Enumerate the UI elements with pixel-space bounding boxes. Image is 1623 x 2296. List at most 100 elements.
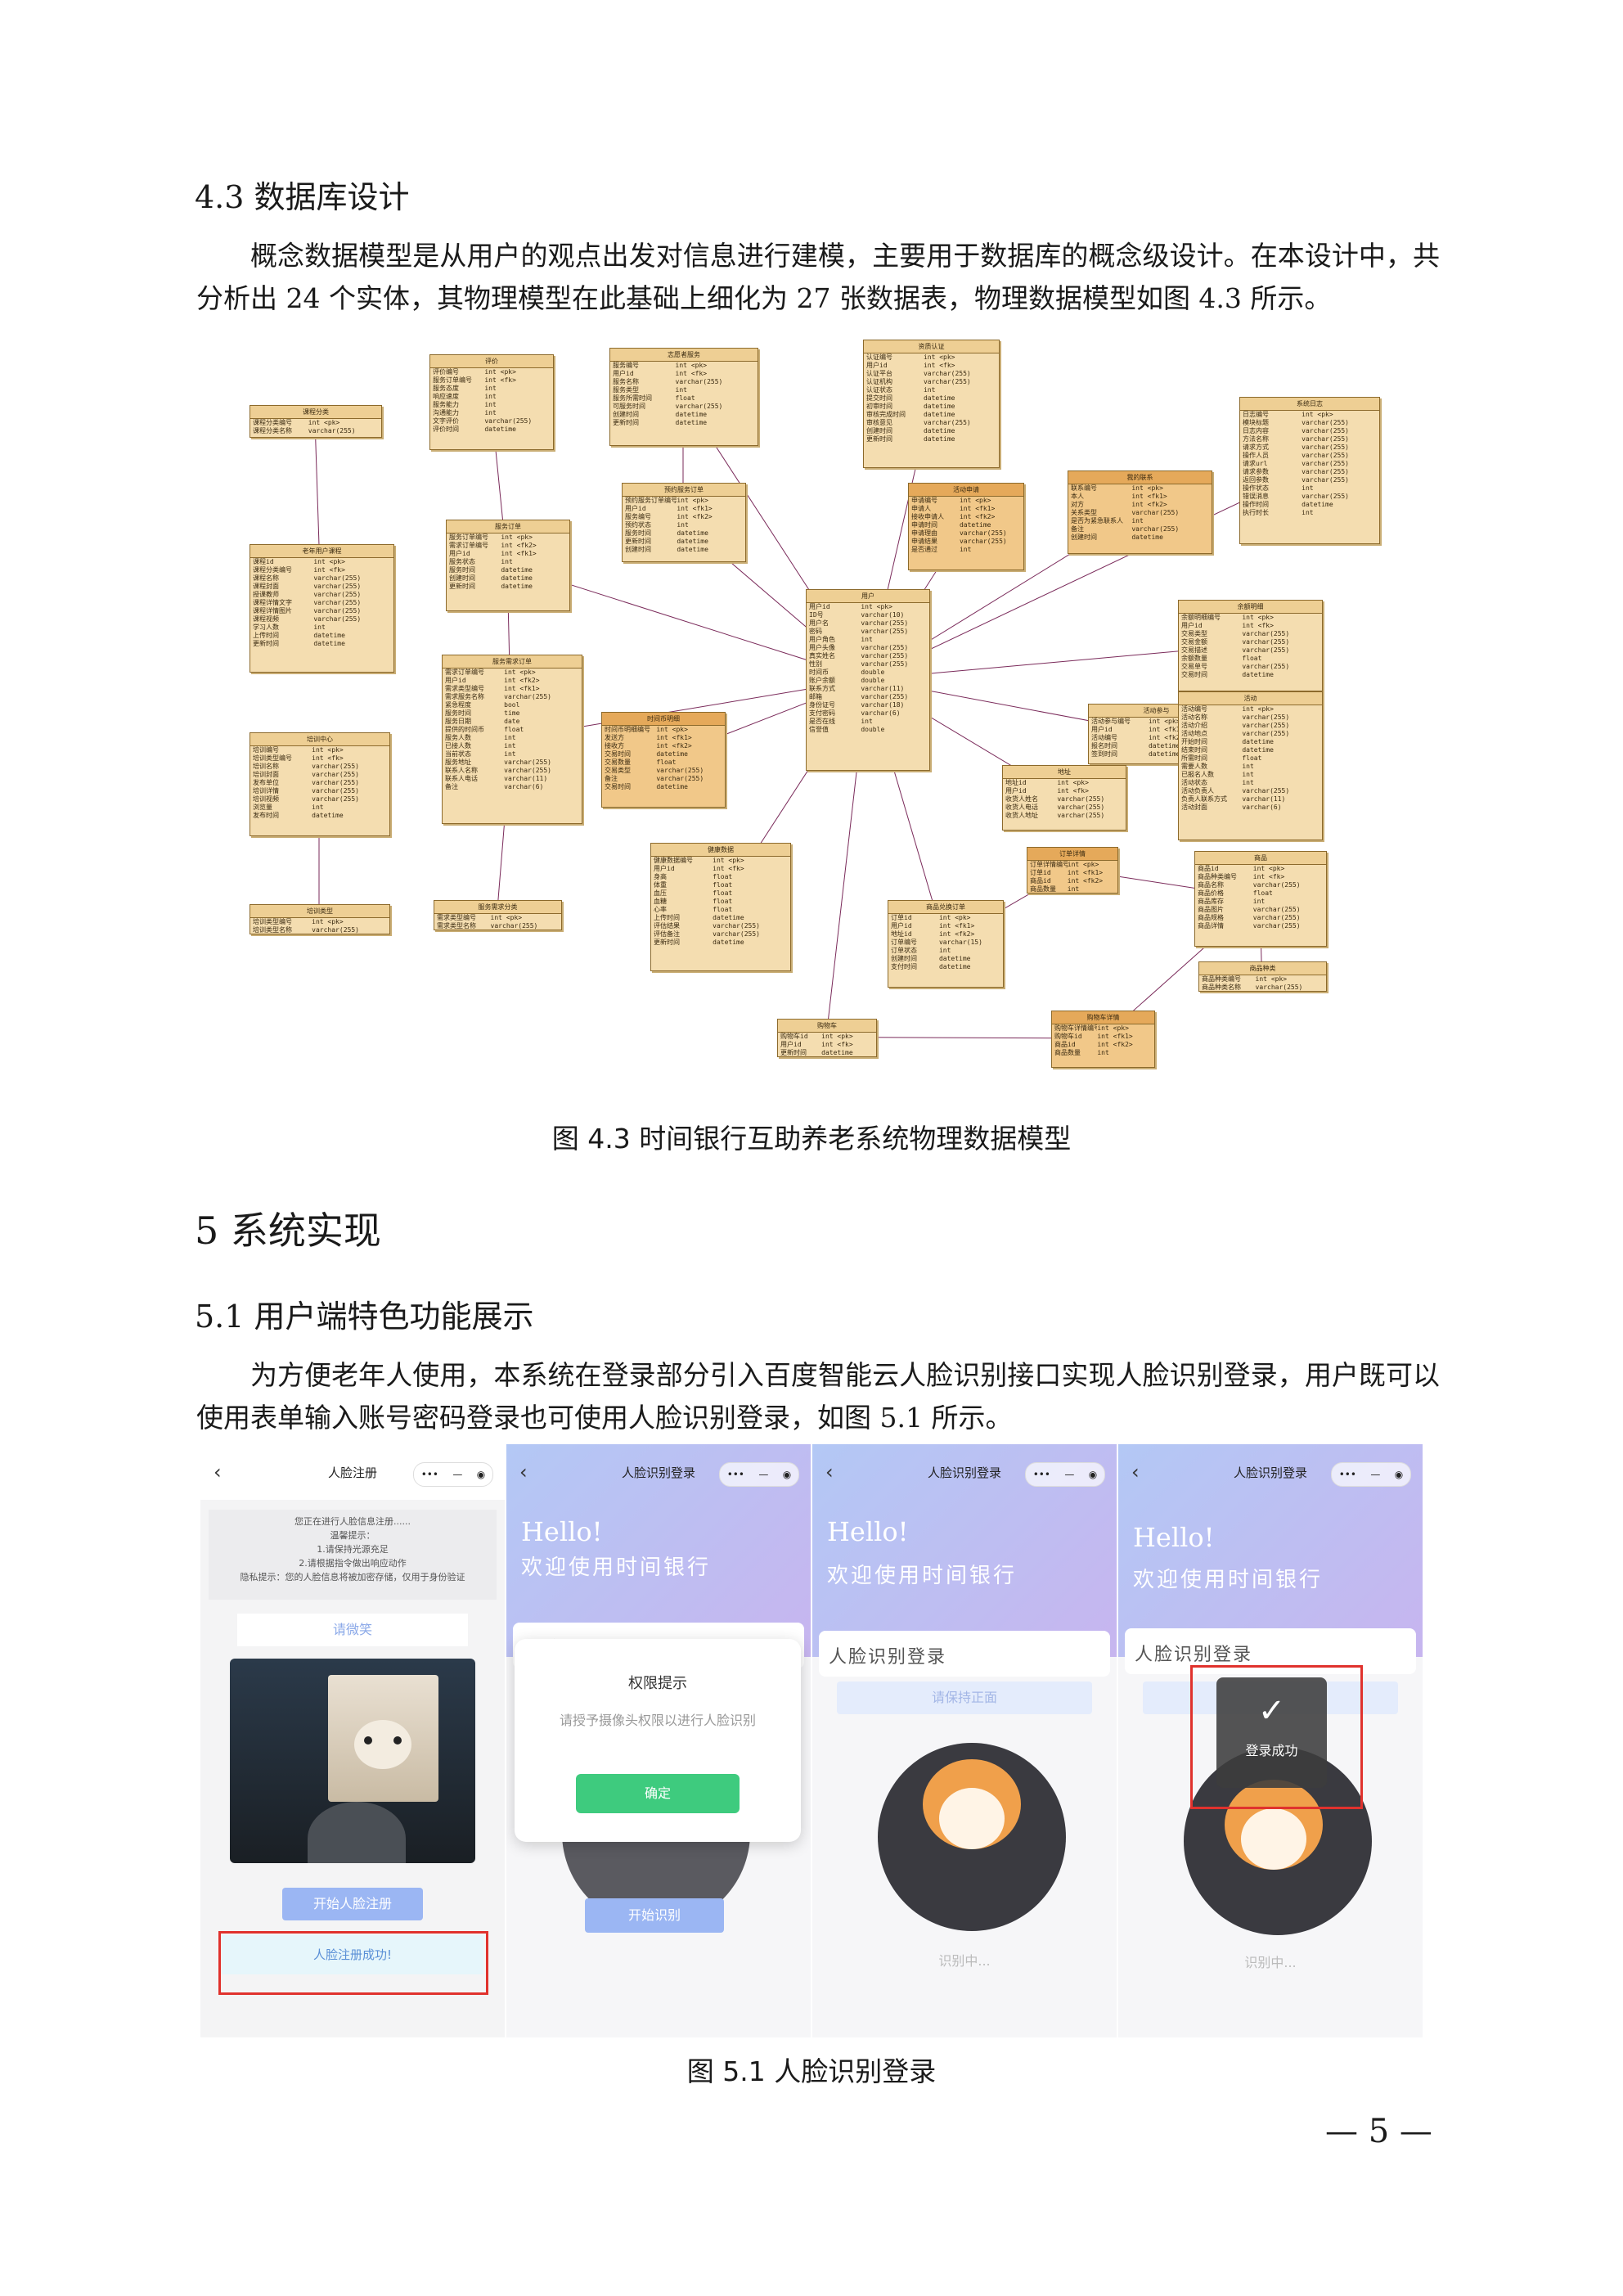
- camera-preview: [230, 1659, 475, 1863]
- nav-bar: ‹ 人脸识别登录 •••—◉: [1118, 1444, 1423, 1500]
- back-arrow-icon[interactable]: ‹: [519, 1461, 528, 1483]
- minus-icon[interactable]: —: [1064, 1469, 1075, 1480]
- target-icon[interactable]: ◉: [476, 1469, 486, 1480]
- capsule-menu[interactable]: ••• — ◉: [1331, 1462, 1411, 1487]
- tip-1: 1.请保持光源充足: [317, 1544, 389, 1555]
- target-icon[interactable]: ◉: [1088, 1469, 1098, 1480]
- entity-title: 商品种类: [1199, 962, 1326, 975]
- capsule-menu[interactable]: ••• — ◉: [413, 1462, 493, 1487]
- back-arrow-icon[interactable]: ‹: [825, 1461, 834, 1483]
- confirm-button[interactable]: 确定: [576, 1774, 740, 1813]
- figure-5-1-caption: 图 5.1 人脸识别登录: [686, 2055, 937, 2087]
- camera-circle: [878, 1743, 1066, 1931]
- more-icon[interactable]: •••: [1338, 1469, 1356, 1480]
- more-icon[interactable]: •••: [726, 1469, 744, 1480]
- minus-icon[interactable]: —: [1370, 1469, 1381, 1480]
- welcome-text: 欢迎使用时间银行: [827, 1564, 1018, 1588]
- minus-icon[interactable]: —: [452, 1469, 463, 1480]
- hello-text: Hello!: [827, 1516, 909, 1547]
- welcome-text: 欢迎使用时间银行: [1133, 1568, 1324, 1592]
- entity-title: 订单详情: [1027, 848, 1117, 861]
- nav-title: 人脸识别登录: [621, 1465, 695, 1480]
- screen-face-register: ‹ 人脸注册 •••—◉ 您正在进行人脸信息注册...... 温馨提示： 1.请…: [200, 1444, 505, 2037]
- more-icon[interactable]: •••: [420, 1469, 438, 1480]
- target-icon[interactable]: ◉: [782, 1469, 792, 1480]
- highlight-box: [1190, 1665, 1363, 1809]
- minus-icon[interactable]: —: [758, 1469, 769, 1480]
- privacy-tip: 隐私提示：您的人脸信息将被加密存储，仅用于身份验证: [240, 1572, 465, 1582]
- back-arrow-icon[interactable]: ‹: [214, 1461, 222, 1483]
- nav-bar: ‹ 人脸注册 •••—◉: [200, 1444, 505, 1500]
- entity-title: 活动申请: [909, 484, 1023, 497]
- back-arrow-icon[interactable]: ‹: [1131, 1461, 1140, 1483]
- capsule-menu[interactable]: ••• — ◉: [1025, 1462, 1105, 1487]
- target-icon[interactable]: ◉: [1394, 1469, 1404, 1480]
- tips-title: 您正在进行人脸信息注册......: [294, 1516, 411, 1527]
- more-icon[interactable]: •••: [1032, 1469, 1050, 1480]
- screen-recognizing: ‹ 人脸识别登录 •••—◉ Hello! 欢迎使用时间银行 人脸识别登录 请保…: [812, 1444, 1117, 2037]
- start-register-button[interactable]: 开始人脸注册: [282, 1888, 423, 1920]
- start-recognition-button[interactable]: 开始识别: [585, 1898, 724, 1933]
- section-4-3-title: 4.3 数据库设计: [195, 179, 410, 215]
- capsule-menu[interactable]: ••• — ◉: [719, 1462, 799, 1487]
